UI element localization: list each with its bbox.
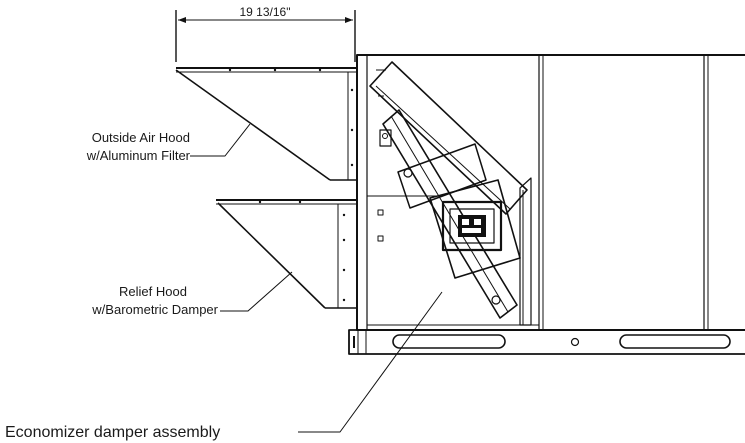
dimension-marker [175,10,356,62]
base-rail [348,329,745,355]
outside-air-hood [175,67,357,181]
leader-economizer [298,291,443,433]
relief-hood-label-line2: w/Barometric Damper [91,302,218,317]
dimension-label: 19 13/16" [240,5,291,19]
relief-hood [216,199,357,309]
outside-air-hood-label-line2: w/Aluminum Filter [86,148,191,163]
economizer-label: Economizer damper assembly [5,424,220,441]
leader-outside-air-hood [190,123,251,157]
relief-hood-label-line1: Relief Hood [119,284,187,299]
unit-cabinet [356,54,745,331]
outside-air-hood-label-line1: Outside Air Hood [92,130,190,145]
leader-relief-hood [220,271,293,312]
economizer-damper-assembly [369,61,532,326]
